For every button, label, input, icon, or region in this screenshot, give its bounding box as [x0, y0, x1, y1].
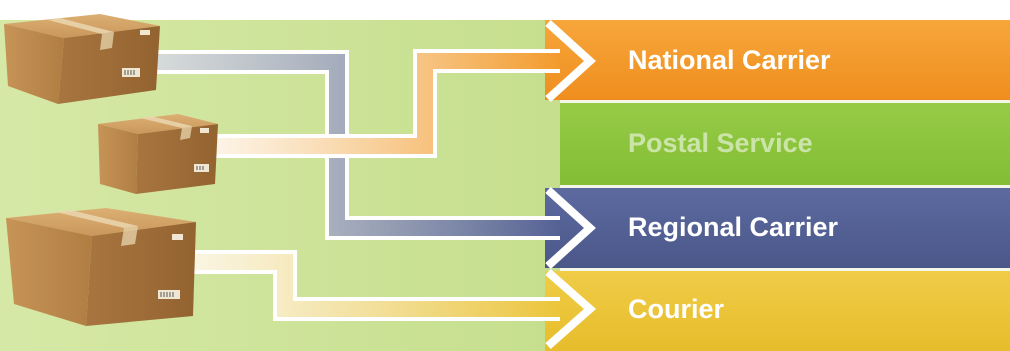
label-postal-service: Postal Service [628, 128, 813, 158]
arrowhead-regional [545, 187, 596, 269]
route-to-courier [190, 250, 597, 350]
arrowhead-courier [545, 268, 597, 350]
band-postal-service [560, 103, 1010, 185]
route-to-national-carrier [210, 20, 596, 158]
package-box-3 [6, 208, 196, 326]
label-national-carrier: National Carrier [628, 45, 831, 75]
package-box-1 [4, 14, 160, 104]
band-national-carrier [545, 20, 1010, 100]
band-courier [545, 271, 1010, 351]
package-box-2 [98, 114, 218, 194]
label-courier: Courier [628, 294, 725, 324]
label-regional-carrier: Regional Carrier [628, 212, 839, 242]
arrowhead-national [545, 20, 596, 102]
band-regional-carrier [545, 188, 1010, 268]
